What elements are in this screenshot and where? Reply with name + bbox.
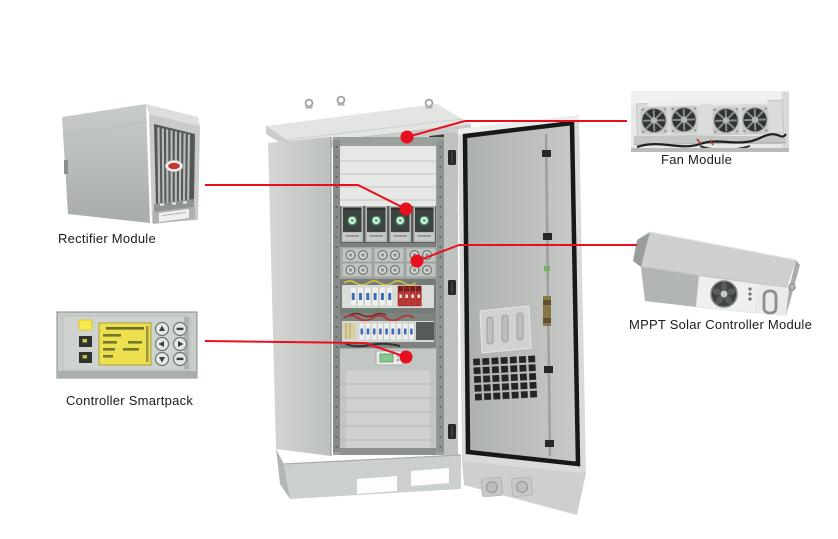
rectifier-slot-1	[340, 205, 364, 243]
rectifier-module-label: Rectifier Module	[58, 231, 156, 246]
door-lock-rod	[542, 133, 554, 457]
callout-smartpack-line	[204, 340, 407, 358]
callout-lines	[204, 120, 637, 358]
mppt-top-face	[641, 232, 796, 288]
door-slot-plate	[479, 305, 532, 354]
fan-1	[639, 105, 669, 136]
mppt-fan	[710, 280, 738, 308]
door-post	[444, 133, 458, 457]
hinge-bottom	[447, 423, 457, 440]
lifting-eye-middle	[336, 95, 346, 107]
rectifier-top-face	[146, 104, 200, 126]
mppt-module-photo	[633, 231, 800, 316]
fan-4	[740, 104, 770, 135]
mppt-handle	[762, 289, 778, 315]
lifting-eye-left	[304, 98, 314, 110]
mppt-left-end	[633, 232, 650, 267]
mppt-handle-plate	[755, 284, 789, 316]
plinth-cutout-left	[357, 476, 397, 494]
cabinet-left-panel	[268, 137, 331, 456]
controller-smartpack-photo	[56, 311, 198, 379]
cabinet-plinth	[276, 449, 462, 499]
door-vent-grid	[472, 355, 540, 402]
mppt-solar-controller-label: MPPT Solar Controller Module	[629, 317, 813, 332]
door-gasket	[462, 120, 581, 467]
callout-fan-line	[406, 120, 627, 138]
fan-2	[669, 104, 699, 135]
door-lock-mechanism	[543, 296, 551, 326]
callout-mppt-dot	[410, 254, 424, 268]
door-gland-plates	[481, 477, 533, 497]
rectifier-module-photo	[62, 104, 200, 224]
hinge-top	[447, 149, 457, 166]
blank-panels-bottom	[340, 370, 436, 454]
callout-smartpack-dot	[399, 350, 413, 364]
surge-protector	[397, 285, 404, 307]
fan-module-photo	[631, 91, 789, 152]
fan-module-label: Fan Module	[661, 152, 733, 167]
rectifier-side-panel	[62, 104, 150, 223]
callout-mppt-line	[416, 244, 637, 262]
callout-rectifier-line	[205, 184, 407, 210]
callout-rectifier-dot	[399, 202, 413, 216]
mppt-led-dots	[748, 287, 752, 301]
fan-3	[711, 105, 741, 136]
breaker-row-1	[340, 279, 436, 313]
fan-tray	[636, 98, 784, 138]
rectifier-slot-4	[412, 205, 436, 243]
rectifier-shelf	[340, 205, 436, 243]
smartpack-lcd-screen	[98, 322, 152, 366]
cabinet-illustration	[266, 95, 586, 515]
plinth-cutout-right	[411, 468, 449, 486]
rectifier-slot-2	[364, 205, 388, 243]
cabinet-door-open	[458, 115, 586, 515]
smartpack-led-indicators	[78, 319, 93, 363]
hinge-middle	[447, 279, 457, 296]
breaker-row-2	[340, 312, 436, 348]
mppt-screw	[788, 283, 796, 291]
lifting-eye-right	[424, 98, 434, 110]
smartpack-keypad-glyphs	[158, 325, 184, 363]
callout-dots	[399, 130, 424, 364]
blank-panels-top	[340, 146, 436, 207]
callout-fan-dot	[400, 130, 414, 144]
controller-smartpack-label: Controller Smartpack	[66, 393, 194, 408]
